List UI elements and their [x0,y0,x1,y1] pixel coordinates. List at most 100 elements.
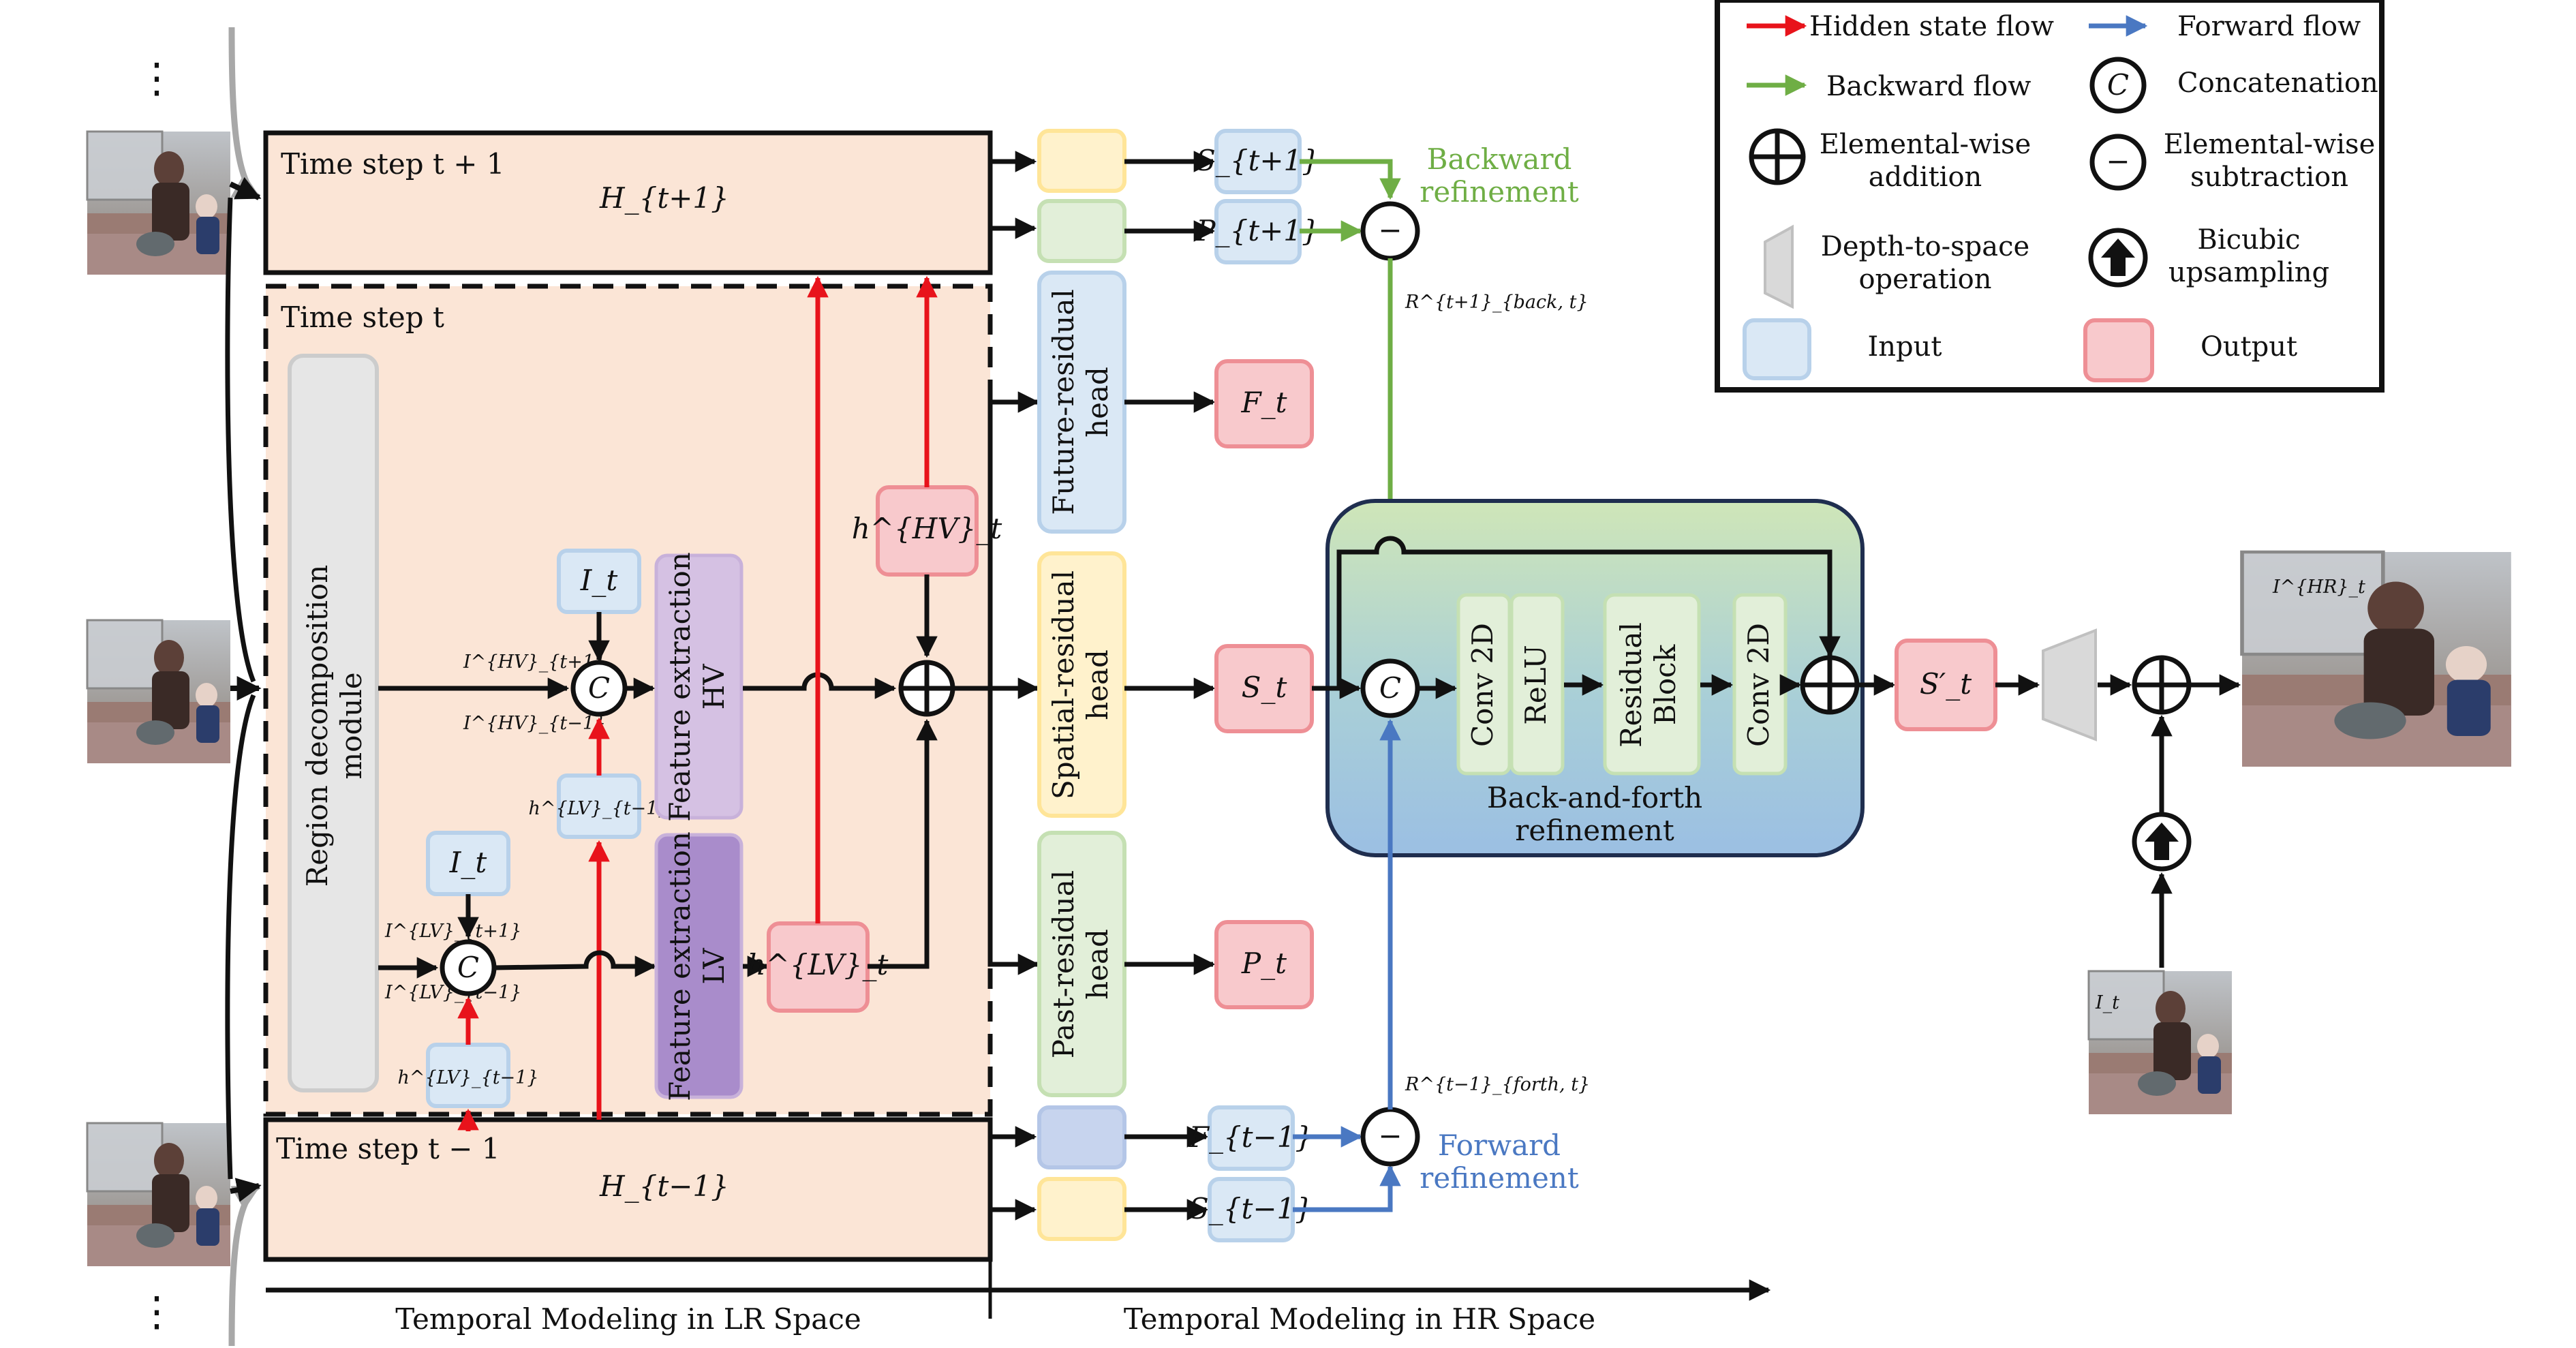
legend-backward-flow: Backward flow [1826,71,2031,102]
legend-subtraction-1: Elemental-wise [2164,129,2376,160]
legend-minus-symbol: − [2106,144,2130,178]
svg-text:Region decomposition: Region decomposition [301,565,334,887]
svg-text:head: head [1081,929,1114,1000]
residual-block-line1: Residual [1614,622,1648,748]
region-decomposition-module [288,354,379,1092]
legend-input: Input [1867,331,1942,363]
h-lv-to-add [868,718,938,969]
label-I-t-small: I_t [2095,992,2119,1013]
lr-space-label: Temporal Modeling in LR Space [395,1302,861,1336]
legend-output: Output [2201,331,2297,363]
spatial-head-line1: Spatial-residual [1047,570,1080,799]
spatial-residual-head [1037,551,1126,818]
label-I-t-lower: I_t [449,846,487,879]
label-R-back: R^{t+1}_{back, t} [1405,292,1589,313]
label-S-t: S_t [1242,671,1287,704]
bicubic-arrow-shape [2145,823,2179,860]
time-step-next-box [263,130,993,275]
legend-box [1715,0,2385,393]
fe-hv-line1: Feature extraction [663,552,696,822]
depth-to-space-op [2042,628,2097,741]
svg-text:Block: Block [1649,644,1682,725]
legend-addition-2: addition [1869,162,1982,193]
conv2d-a [1456,593,1512,776]
legend-d2s-1: Depth-to-space [1821,231,2029,262]
frame-to-prev [230,1178,262,1202]
svg-text:head: head [1081,367,1114,438]
relu-label: ReLU [1519,645,1552,724]
next-past-head-small [1037,199,1126,263]
svg-text:Feature extraction: Feature extraction [663,831,696,1101]
backward-refinement-line2: refinement [1420,175,1579,209]
svg-text:Conv 2D: Conv 2D [1466,623,1499,747]
future-head-line2: head [1081,367,1114,438]
dots-bottom: ⋮ [136,1288,177,1336]
svg-text:module: module [335,672,368,779]
concat-lv-symbol: C [457,951,479,984]
time-step-current-label: Time step t [281,301,444,334]
label-h-lv-prev-upper: h^{LV}_{t−1} [528,798,669,819]
legend-forward-flow: Forward flow [2177,11,2361,42]
spatial-head-line2: head [1081,649,1114,720]
label-I-hv-prev: I^{HV}_{t−1} [463,713,606,734]
refine-block-line2: refinement [1515,814,1674,847]
svg-text:Future-residual: Future-residual [1047,289,1080,515]
label-F-prev: F_{t−1} [1189,1120,1313,1154]
concat-lv-to-fe-lv [493,950,657,977]
input-frame-previous [86,1122,232,1268]
svg-text:Past-residual: Past-residual [1047,870,1080,1058]
curve-next-to-current [225,197,256,683]
prev-spatial-head-small [1037,1177,1126,1241]
time-step-next-label: Time step t + 1 [281,147,505,181]
label-S-prev: S_{t−1} [1189,1192,1313,1225]
forward-refinement-line2: refinement [1420,1161,1579,1195]
forward-refinement-line1: Forward [1438,1129,1561,1162]
input-frame-next [86,130,232,276]
prev-future-head-small [1037,1105,1126,1169]
conv2d-b-label: Conv 2D [1742,623,1775,747]
label-P-t: P_t [1241,947,1287,980]
label-S-prime: S′_t [1920,667,1972,701]
svg-text:Residual: Residual [1614,622,1648,748]
label-P-next: P_{t+1} [1195,214,1320,247]
concat-refine-symbol: C [1379,671,1401,705]
label-h-lv-prev-lower: h^{LV}_{t−1} [397,1067,538,1088]
legend-bicubic-2: upsampling [2168,257,2329,288]
refine-block-line1: Back-and-forth [1487,781,1702,814]
time-step-prev-box [263,1117,993,1262]
residual-block [1603,593,1701,776]
hidden-state-prev: H_{t−1} [599,1169,729,1203]
svg-text:Conv 2D: Conv 2D [1742,623,1775,747]
conv2d-a-label: Conv 2D [1466,623,1499,747]
label-h-hv: h^{HV}_t [852,512,1002,545]
gray-flow-top [228,27,262,200]
legend-minus-icon [2089,134,2147,191]
svg-text:Spatial-residual: Spatial-residual [1047,570,1080,799]
future-head-line1: Future-residual [1047,289,1080,515]
svg-text:LV: LV [697,948,731,985]
to-past-head [987,688,1040,975]
legend-concatenation: Concatenation [2177,67,2378,99]
residual-block-line2: Block [1649,644,1682,725]
svg-text:Feature extraction: Feature extraction [663,552,696,822]
hr-space-label: Temporal Modeling in HR Space [1124,1302,1595,1336]
label-R-forth: R^{t−1}_{forth, t} [1405,1074,1590,1095]
time-step-prev-label: Time step t − 1 [276,1132,500,1165]
fe-lv-line1: Feature extraction [663,831,696,1101]
label-I-t-upper: I_t [580,564,618,597]
svg-text:HV: HV [697,664,731,710]
S-next-to-minus [1300,159,1401,200]
gray-flow-bottom [228,1183,262,1347]
legend-bicubic-1: Bicubic [2197,224,2300,256]
feature-extraction-hv [654,553,743,820]
label-F-t: F_t [1240,386,1287,419]
legend-input-swatch [1743,318,1811,380]
next-spatial-head-small [1037,129,1126,193]
fe-lv-line2: LV [697,948,731,985]
svg-text:ReLU: ReLU [1519,645,1552,724]
legend-d2s-icon [1764,224,1794,309]
frame-to-next [229,177,262,200]
legend-hidden-state-flow: Hidden state flow [1809,11,2054,42]
legend-concat-symbol: C [2107,68,2129,102]
